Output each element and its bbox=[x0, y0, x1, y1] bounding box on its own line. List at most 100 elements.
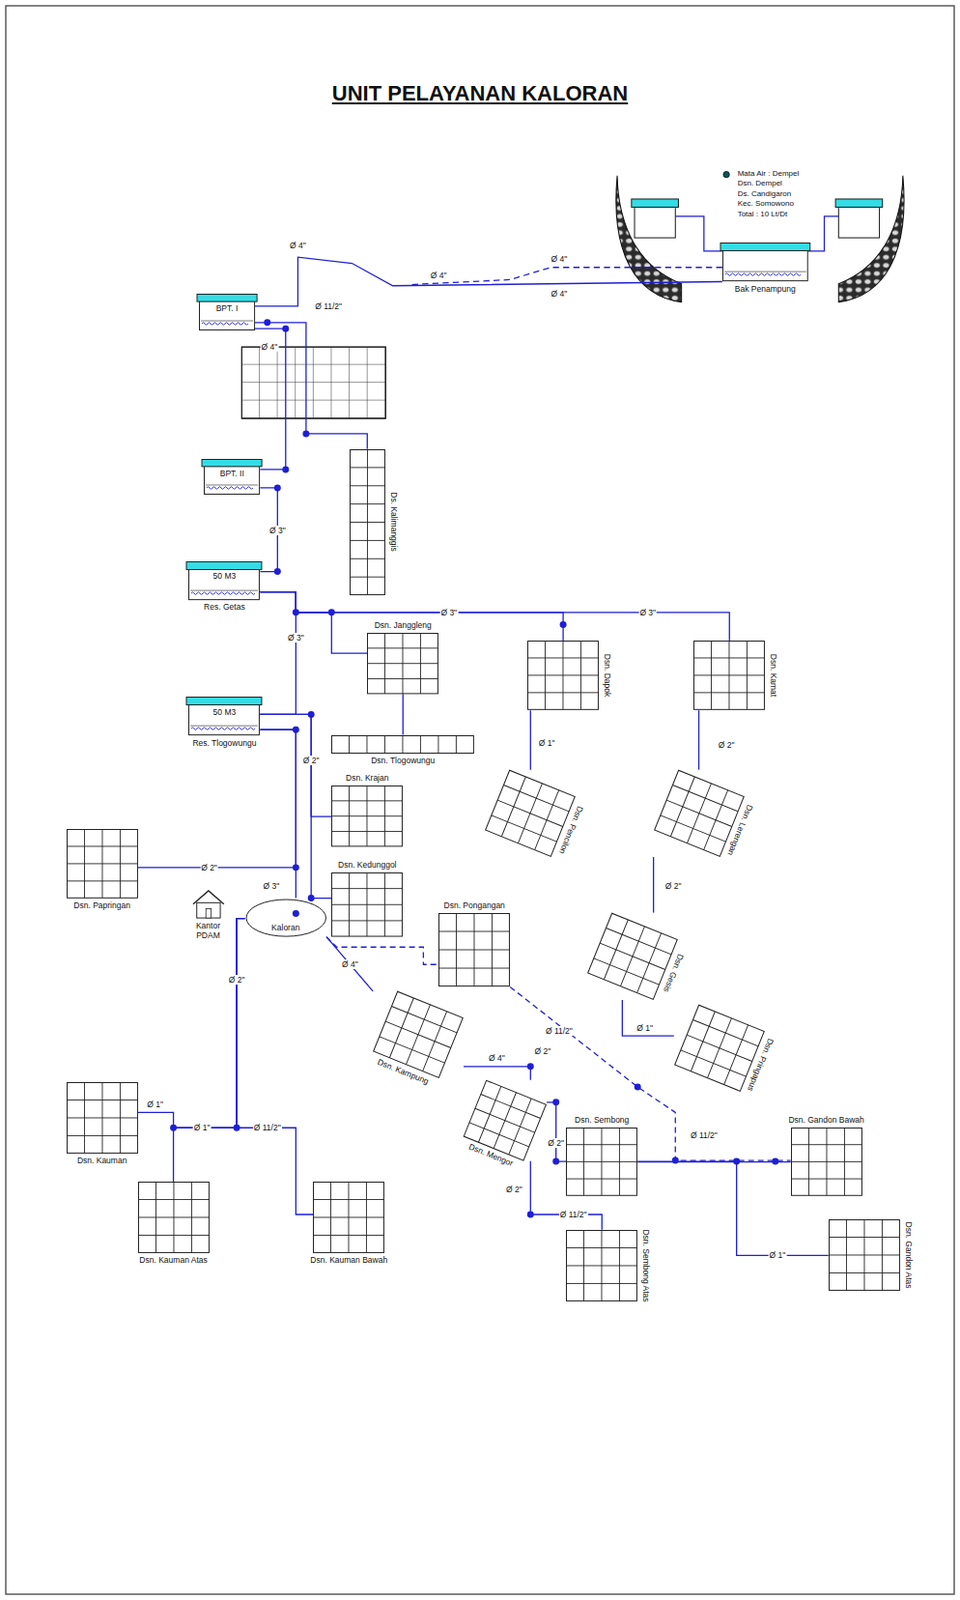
pipe-diameter: Ø 2" bbox=[717, 739, 736, 750]
diagram-title: UNIT PELAYANAN KALORAN bbox=[0, 81, 960, 107]
place-name: Dsn. Krajan bbox=[345, 772, 389, 784]
pipe-diameter: Ø 1" bbox=[193, 1122, 212, 1132]
spring-note: Dsn. Dempel bbox=[736, 178, 784, 189]
hamlet-grid: Dsn. Gandon Atas bbox=[828, 1218, 901, 1291]
service-area-ellipse: Kaloran bbox=[245, 898, 328, 937]
collection-tank: Bak Penampung bbox=[722, 242, 809, 282]
hamlet-grid: Dsn. Mengor bbox=[463, 1079, 547, 1161]
water-pipe bbox=[652, 856, 654, 913]
hamlet-grid: Dsn. Kamat bbox=[693, 640, 765, 710]
hamlet-grid-outline bbox=[828, 1218, 901, 1291]
hamlet-grid: Dsn. Kampung bbox=[372, 990, 464, 1078]
hamlet-grid-outline bbox=[331, 734, 475, 754]
pipe-diameter: Ø 4" bbox=[550, 288, 569, 299]
hamlet-grid: Dsn. Sembong bbox=[565, 1127, 638, 1196]
hamlet-grid-outline bbox=[331, 872, 403, 937]
water-pipe bbox=[259, 729, 296, 898]
hamlet-grid: Dsn. Kauman bbox=[66, 1081, 139, 1154]
hamlet-grid: Dsn. Kauman Atas bbox=[138, 1181, 210, 1253]
hamlet-grid-outline bbox=[312, 1181, 385, 1253]
place-name: Dsn. Kedunggol bbox=[338, 859, 397, 871]
hamlet-grid-outline bbox=[438, 912, 510, 987]
water-pipe bbox=[621, 999, 674, 1036]
water-pipe bbox=[509, 986, 791, 1160]
place-name: Dsn. Pongangan bbox=[444, 900, 506, 911]
water-pipe bbox=[259, 592, 730, 642]
hamlet-grid: Dsn. Papringan bbox=[66, 828, 139, 899]
spring-note: Total : 10 Lt/Dt bbox=[736, 209, 790, 220]
capacity-label: BPT. II bbox=[220, 468, 245, 480]
hamlet-grid-outline bbox=[349, 449, 386, 595]
pipe-diameter: Ø 1" bbox=[537, 737, 557, 748]
hamlet-grid: Dsn. Lerengan bbox=[653, 769, 745, 857]
hamlet-grid: Dsn. Krajan bbox=[331, 785, 403, 847]
water-pipe bbox=[254, 328, 286, 470]
water-pipe bbox=[254, 256, 723, 307]
hamlet-grid-outline bbox=[790, 1127, 863, 1196]
office-house-outline bbox=[192, 889, 226, 919]
water-pipe bbox=[463, 1066, 531, 1080]
pipe-diameter: Ø 4" bbox=[550, 254, 569, 264]
hamlet-grid-outline bbox=[138, 1181, 210, 1253]
water-pipe bbox=[138, 729, 297, 868]
hamlet-grid-outline bbox=[367, 632, 439, 694]
hamlet-grid: Dsn. Sembong Atas bbox=[565, 1229, 638, 1301]
hamlet-grid: Dsn. Gesis bbox=[587, 912, 678, 1000]
place-name: Res. Tlogowungu bbox=[192, 737, 256, 749]
hamlet-grid-outline bbox=[66, 1081, 139, 1154]
hamlet-grid: Dsn. Pencilon bbox=[484, 769, 576, 857]
pipe-diameter: Ø 1" bbox=[768, 1249, 788, 1260]
pipe-diameter: Ø 3" bbox=[286, 632, 306, 643]
pipe-diameter: Ø 4" bbox=[487, 1052, 507, 1063]
water-pipe bbox=[138, 918, 246, 1129]
spring-note: Ds. Candigaron bbox=[736, 189, 793, 199]
water-pipe bbox=[259, 592, 368, 653]
place-name: Dsn. Kauman Atas bbox=[139, 1254, 207, 1266]
pipe-diameter: Ø 2" bbox=[199, 862, 219, 873]
hamlet-grid-outline bbox=[565, 1229, 638, 1301]
pipe-diameter: Ø 11/2" bbox=[544, 1025, 574, 1036]
place-name: Ds. Kalimanggis bbox=[388, 492, 399, 552]
place-name: Dsn. Sembong Atas bbox=[640, 1228, 651, 1301]
water-pipe bbox=[402, 693, 404, 735]
hamlet-grid-outline bbox=[693, 640, 765, 710]
spring-tank bbox=[631, 198, 883, 238]
pipe-diameter: Ø 2" bbox=[534, 1045, 553, 1056]
hamlet-grid: Dsn. Kauman Bawah bbox=[312, 1181, 385, 1253]
spring-note: Kec. Somowono bbox=[736, 198, 795, 209]
hamlet-grid: Dsn. Pongangan bbox=[438, 912, 510, 987]
pipe-diameter: Ø 3" bbox=[439, 607, 458, 618]
water-pipe bbox=[546, 1101, 566, 1161]
reservoir-tank: 50 M3Res. Tlogowungu bbox=[188, 696, 260, 735]
spring-pipe bbox=[408, 216, 840, 285]
capacity-label: BPT. I bbox=[216, 303, 239, 314]
hamlet-grid-outline bbox=[66, 828, 139, 899]
reservoir-tank: BPT. II bbox=[203, 458, 260, 495]
place-name: Bak Penampung bbox=[734, 283, 796, 295]
spring-note: Mata Air : Dempel bbox=[736, 169, 801, 179]
pipe-diameter: Ø 2" bbox=[227, 974, 247, 985]
pipe-diameter: Ø 3" bbox=[638, 607, 657, 618]
reservoir-tank: 50 M3Res. Getas bbox=[188, 561, 260, 600]
hamlet-grid: Dsn. Tlogowungu bbox=[331, 734, 475, 754]
pipe-diameter: Ø 2" bbox=[302, 755, 321, 765]
pipe-diameter: Ø 2" bbox=[664, 880, 683, 891]
pipe-diameter: Ø 3" bbox=[268, 525, 287, 536]
reservoir-tank: BPT. I bbox=[198, 293, 255, 331]
pipe-diameter: Ø 3" bbox=[262, 880, 282, 891]
hamlet-grid: Dsn. Gandon Bawah bbox=[790, 1127, 863, 1196]
capacity-label: 50 M3 bbox=[213, 706, 237, 718]
pipe-diameter: Ø 1" bbox=[145, 1099, 165, 1109]
water-pipe bbox=[530, 709, 532, 770]
collection-tank-outline bbox=[722, 242, 809, 282]
hamlet-grid: Dsn. Pringapus bbox=[674, 1004, 765, 1092]
place-name: Dsn. Janggleng bbox=[374, 620, 432, 631]
place-name: Kantor PDAM bbox=[186, 920, 229, 940]
hamlet-grid-outline bbox=[527, 640, 599, 710]
hamlet-grid: Ds. Kalimanggis bbox=[349, 449, 386, 595]
spring-marker bbox=[723, 170, 730, 177]
place-name: Dsn. Kauman Bawah bbox=[310, 1254, 388, 1266]
place-name: Dsn. Kauman bbox=[77, 1155, 128, 1166]
pipe-diameter: Ø 1" bbox=[635, 1022, 654, 1033]
